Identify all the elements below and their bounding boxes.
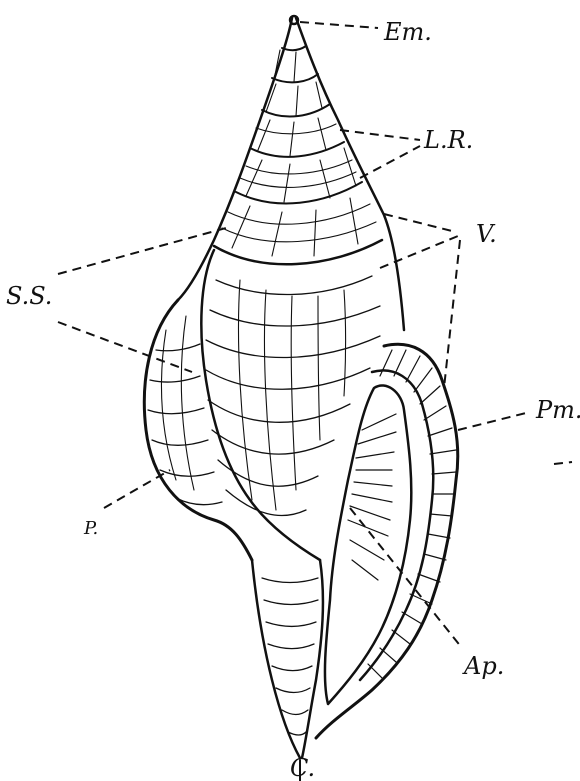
label-ap: Ap. — [462, 652, 504, 680]
aperture-outline — [325, 385, 411, 704]
leader-ap — [350, 508, 462, 648]
stray-mark — [554, 462, 572, 464]
leader-lr-1 — [340, 130, 420, 140]
leader-ss-2 — [58, 322, 192, 372]
label-pm: Pm. — [535, 396, 580, 424]
suture — [236, 182, 362, 203]
leader-p — [104, 470, 170, 508]
canal-right — [302, 560, 323, 758]
apex-embryonic-whorl — [290, 16, 298, 24]
spire-outline — [178, 18, 292, 300]
leader-v-3 — [444, 240, 460, 388]
label-ss: S.S. — [6, 282, 52, 310]
shell-drawing — [144, 16, 457, 758]
inner-outline — [201, 250, 320, 560]
body-whorl-outline — [144, 300, 252, 560]
leader-v-1 — [384, 214, 456, 232]
label-v: V. — [476, 220, 497, 248]
leader-lr-2 — [360, 146, 420, 178]
leader-pm — [458, 412, 530, 430]
siphonal-canal — [252, 560, 323, 758]
aperture — [325, 385, 411, 704]
label-em: Em. — [383, 18, 432, 46]
label-p: P. — [83, 518, 98, 539]
leader-em — [300, 22, 378, 28]
suture — [214, 240, 382, 264]
spire-outline-right — [296, 18, 404, 330]
suture — [250, 142, 344, 157]
canal-left — [252, 560, 300, 758]
label-lr: L.R. — [423, 126, 473, 154]
label-c: C. — [290, 754, 315, 781]
